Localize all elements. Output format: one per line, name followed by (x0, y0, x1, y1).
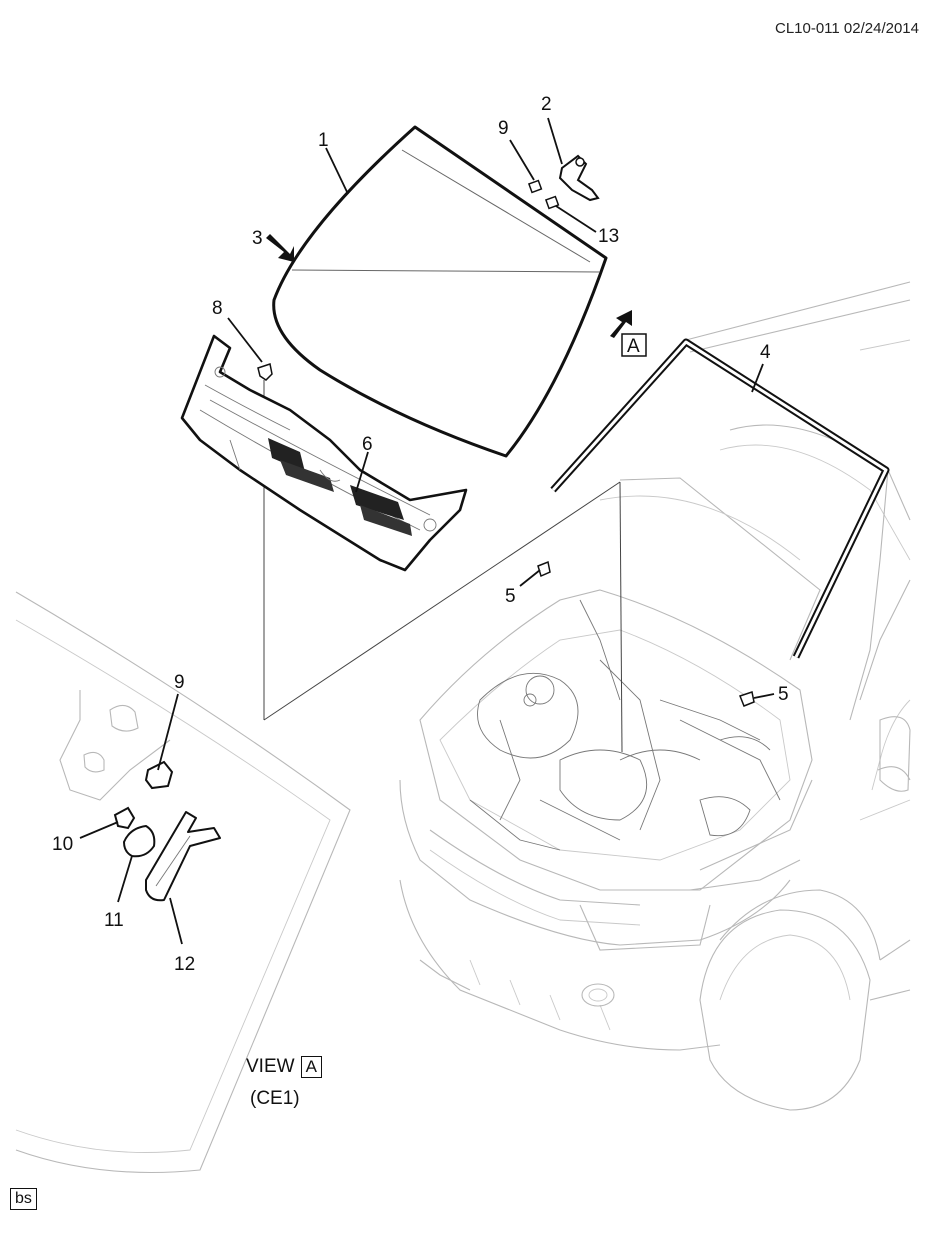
callout-12: 12 (174, 954, 195, 975)
callout-6: 6 (362, 434, 373, 455)
windshield-glass (272, 125, 608, 458)
callout-13: 13 (598, 226, 619, 247)
callout-10: 10 (52, 834, 73, 855)
cowl-panel (180, 334, 468, 572)
callout-11: 11 (104, 910, 124, 931)
callout-9-inset: 9 (174, 672, 185, 693)
diagram-code-date: CL10-011 02/24/2014 (774, 20, 919, 37)
view-a-arrow-box (621, 333, 647, 357)
small-parts (113, 179, 755, 902)
callout-5-right: 5 (778, 684, 789, 705)
callout-2: 2 (541, 94, 552, 115)
bs-badge: bs (10, 1188, 37, 1210)
callout-9-top: 9 (498, 118, 509, 139)
view-prefix: VIEW (246, 1056, 295, 1077)
arrow-view-letter: A (627, 336, 640, 357)
windshield-molding (550, 338, 890, 659)
callout-3: 3 (252, 228, 263, 249)
view-option-code: (CE1) (250, 1088, 300, 1109)
callout-numbers: 1 2 3 4 5 5 6 8 9 9 10 11 12 13 (52, 94, 789, 975)
direction-arrows (266, 234, 632, 338)
leader-lines (79, 117, 775, 945)
callout-4: 4 (760, 342, 771, 363)
view-a-inset (15, 591, 351, 1173)
callout-8: 8 (212, 298, 223, 319)
callout-1: 1 (318, 130, 329, 151)
vehicle-outline (399, 281, 911, 1111)
callout-5-left: 5 (505, 586, 516, 607)
inside-mirror (558, 154, 600, 202)
view-letter-box: A (300, 1056, 322, 1078)
